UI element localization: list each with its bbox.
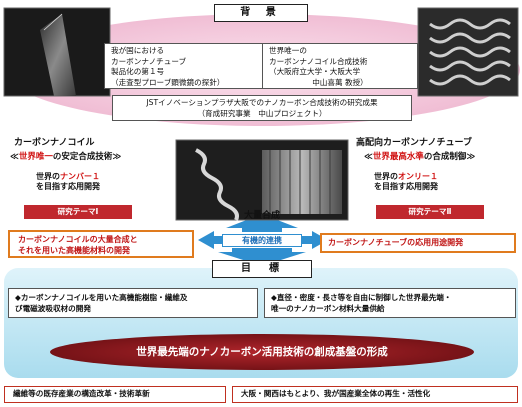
jst-results-box: JSTイノベーションプラザ大阪でのナノカーボン合成技術の研究成果 （育成研究事業… (112, 95, 412, 121)
domestic-line-4: （走査型プローブ顕微鏡の探針） (111, 77, 225, 87)
left-goal-line2: を目指す応用開発 (36, 182, 100, 191)
center-photo (175, 139, 349, 221)
right-development-box: カーボンナノチューブの応用用途開発 (320, 233, 516, 253)
goal-left-box: ◆カーボンナノコイルを用いた高機能樹脂・繊維及 び電磁波吸収材の開発 (8, 288, 258, 318)
right-subtitle: ≪世界最高水準の合成制御≫ (364, 152, 520, 162)
right-theme-badge: 研究テーマⅡ (376, 205, 484, 219)
world-line-2: カーボンナノコイル合成技術 (269, 56, 368, 66)
left-goal-red: ナンバー１ (60, 172, 100, 181)
footer-left-box: 繊維等の既存産業の構造改革・技術革新 (4, 386, 226, 403)
center-up-arrow (226, 214, 298, 232)
goal-header: 目 標 (212, 260, 312, 278)
goal-banner-shape (50, 334, 474, 370)
left-subtitle-suffix: の安定合成技術≫ (52, 152, 122, 162)
right-subtitle-red: 世界最高水準 (372, 152, 424, 162)
right-goal: 世界のオンリー１ を目指す応用開発 (374, 172, 514, 192)
right-goal-line2: を目指す応用開発 (374, 182, 438, 191)
domestic-line-2: カーボンナノチューブ (111, 56, 187, 66)
left-goal-prefix: 世界の (36, 172, 60, 181)
coil-photo-top (417, 7, 519, 97)
goal-right-box: ◆直径・密度・長さ等を自由に制御した世界最先端・ 唯一のナノカーボン材料大量供給 (264, 288, 516, 318)
left-link-arrow (198, 231, 226, 249)
right-goal-prefix: 世界の (374, 172, 398, 181)
domestic-product-box: 我が国における カーボンナノチューブ 製品化の第１号 （走査型プローブ顕微鏡の探… (104, 43, 264, 89)
domestic-line-1: 我が国における (111, 46, 165, 55)
center-down-arrow (218, 248, 306, 266)
left-dev-line-2: それを用いた高機能材料の開発 (18, 246, 130, 255)
background-header: 背 景 (214, 4, 308, 22)
right-title: 高配向カーボンナノチューブ (356, 138, 473, 148)
mass-synthesis-label: 大量合成 (243, 211, 280, 221)
world-line-4: 中山喜萬 教授） (312, 77, 368, 87)
needle-photo (3, 7, 111, 97)
right-link-arrow (300, 231, 328, 249)
jst-line-2: （育成研究事業 中山プロジェクト） (197, 109, 327, 118)
left-goal: 世界のナンバー１ を目指す応用開発 (36, 172, 176, 192)
right-goal-red: オンリー１ (398, 172, 438, 181)
goal-right-line-2: 唯一のナノカーボン材料大量供給 (271, 304, 385, 313)
right-subtitle-suffix: の合成制御≫ (423, 152, 476, 162)
left-subtitle-prefix: ≪ (10, 152, 19, 162)
left-subtitle-red: 世界唯一 (18, 152, 53, 162)
left-theme-badge: 研究テーマⅠ (24, 205, 132, 219)
left-subtitle: ≪世界唯一の安定合成技術≫ (10, 152, 180, 162)
domestic-line-3: 製品化の第１号 (111, 67, 165, 76)
right-subtitle-prefix: ≪ (364, 152, 373, 162)
organic-link-label: 有機的連携 (222, 234, 302, 247)
goal-left-line-2: び電磁波吸収材の開発 (15, 304, 91, 313)
left-development-box: カーボンナノコイルの大量合成と それを用いた高機能材料の開発 (8, 230, 194, 258)
world-line-1: 世界唯一の (269, 46, 307, 55)
left-dev-line-1: カーボンナノコイルの大量合成と (18, 235, 138, 244)
goal-right-line-1: ◆直径・密度・長さ等を自由に制御した世界最先端・ (271, 293, 452, 302)
world-line-3: （大阪府立大学・大阪大学 (269, 67, 361, 76)
world-unique-box: 世界唯一の カーボンナノコイル合成技術 （大阪府立大学・大阪大学 中山喜萬 教授… (262, 43, 418, 89)
footer-right-box: 大阪・関西はもとより、我が国産業全体の再生・活性化 (232, 386, 518, 403)
jst-line-1: JSTイノベーションプラザ大阪でのナノカーボン合成技術の研究成果 (146, 98, 378, 107)
goal-left-line-1: ◆カーボンナノコイルを用いた高機能樹脂・繊維及 (15, 293, 188, 302)
left-title: カーボンナノコイル (14, 138, 95, 148)
goal-banner-text: 世界最先端のナノカーボン活用技術の創成基盤の形成 (136, 346, 388, 358)
